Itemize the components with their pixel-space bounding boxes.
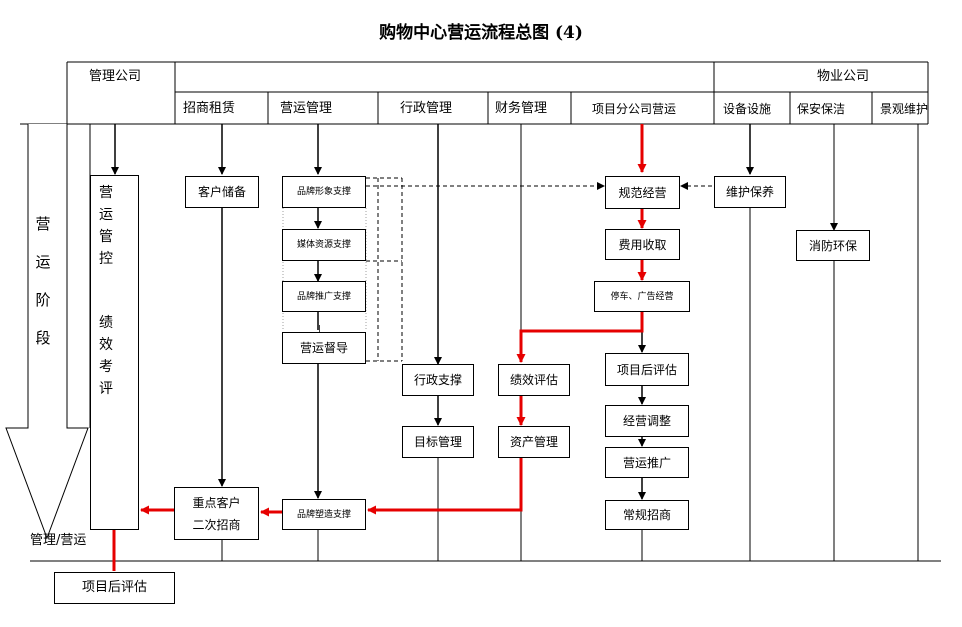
header-dept-branch-ops: 项目分公司营运 [592, 102, 677, 116]
box-fee-collection: 费用收取 [605, 229, 680, 260]
stage-bottom-label: 管理/营运 [30, 533, 87, 548]
ops-control-char: 营 [99, 185, 113, 201]
header-dept-landscape: 景观维护 [880, 102, 929, 116]
ops-control-char: 控 [99, 251, 113, 267]
red-arrows [112, 124, 647, 571]
perf-eval-char: 评 [99, 381, 113, 397]
header-management-company: 管理公司 [89, 69, 142, 84]
perf-eval-char: 考 [99, 359, 113, 375]
header-dept-operations: 营运管理 [280, 101, 333, 116]
box-asset-mgmt: 资产管理 [498, 426, 570, 458]
box-perf-eval: 绩效评估 [498, 364, 570, 396]
box-admin-support: 行政支撑 [402, 364, 474, 396]
box-customer-reserve: 客户储备 [185, 176, 259, 208]
box-ops-promo: 营运推广 [605, 447, 689, 478]
box-parking-ads: 停车、广告经营 [594, 281, 690, 312]
stage-char: 阶 [35, 291, 51, 309]
stage-char: 营 [35, 215, 51, 233]
box-regular-leasing: 常规招商 [605, 500, 689, 530]
box-project-post-eval: 项目后评估 [54, 572, 175, 604]
column-guides [221, 124, 919, 561]
ops-control-label: 营 运 管 控 [91, 182, 121, 270]
header-property-company: 物业公司 [817, 69, 870, 84]
ops-control-box: 营 运 管 控 绩 效 考 评 [90, 175, 139, 530]
header-grid [20, 61, 941, 562]
stage-char: 运 [35, 253, 51, 271]
black-arrows [111, 124, 754, 500]
box-key-customer-line2: 二次招商 [192, 517, 241, 532]
box-ops-supervision: 营运督导 [282, 332, 366, 364]
box-standard-ops: 规范经营 [605, 176, 680, 209]
page-title: 购物中心营运流程总图 (4) [379, 23, 583, 43]
header-dept-equipment: 设备设施 [723, 102, 772, 116]
box-maintenance: 维护保养 [714, 176, 786, 208]
header-dept-finance: 财务管理 [495, 101, 548, 116]
header-dept-security: 保安保洁 [797, 102, 846, 116]
dotted-guides [282, 208, 367, 330]
box-key-customer-line1: 重点客户 [192, 495, 241, 510]
box-fire-safety: 消防环保 [796, 230, 870, 261]
perf-eval-char: 效 [99, 337, 113, 353]
box-ops-adjust: 经营调整 [605, 405, 689, 437]
box-post-eval: 项目后评估 [605, 353, 689, 386]
header-dept-leasing: 招商租赁 [183, 101, 236, 116]
box-brand-image: 品牌形象支撑 [282, 176, 366, 208]
box-key-customer: 重点客户 二次招商 [174, 487, 259, 540]
box-brand-promo: 品牌推广支撑 [282, 281, 366, 312]
perf-eval-label: 绩 效 考 评 [91, 312, 121, 400]
box-brand-build: 品牌塑造支撑 [282, 499, 366, 530]
stage-arrow [5, 124, 89, 540]
box-target-mgmt: 目标管理 [402, 426, 474, 458]
box-media-resource: 媒体资源支撑 [282, 229, 366, 261]
ops-control-char: 管 [99, 229, 113, 245]
dashed-links [366, 177, 712, 362]
ops-control-char: 运 [99, 207, 113, 223]
stage-label: 营 运 阶 段 [33, 205, 53, 357]
stage-char: 段 [35, 329, 51, 347]
header-dept-admin: 行政管理 [400, 101, 453, 116]
perf-eval-char: 绩 [99, 315, 113, 331]
